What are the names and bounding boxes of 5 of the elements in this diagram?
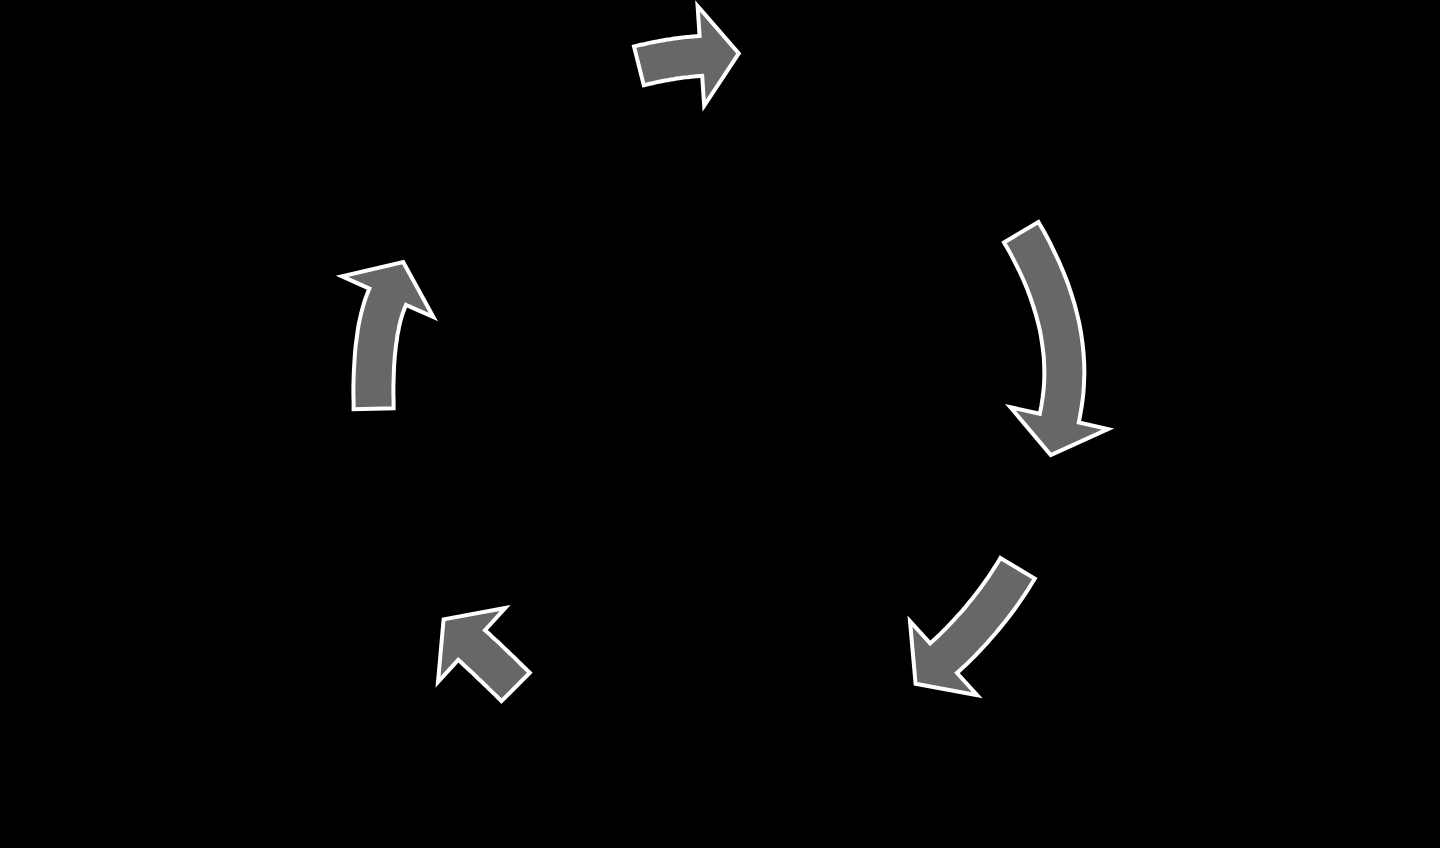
curved-arrow xyxy=(1002,219,1111,458)
curved-arrow xyxy=(436,605,533,703)
curved-arrow xyxy=(908,555,1038,697)
curved-arrow xyxy=(340,259,436,411)
curved-arrow xyxy=(631,4,740,108)
